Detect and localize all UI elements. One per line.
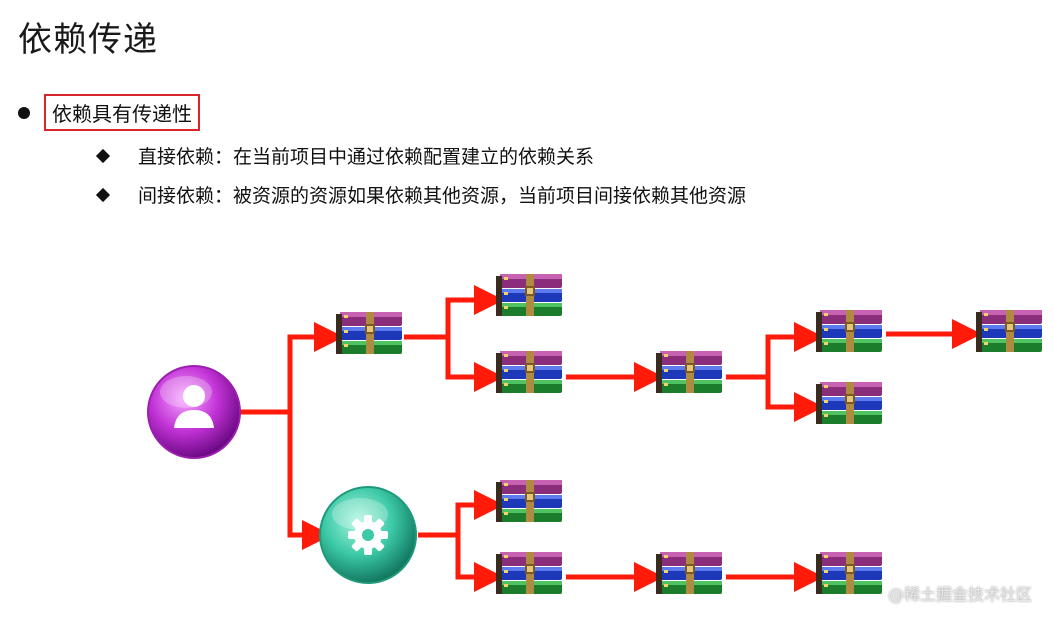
sub-point-direct: 直接依赖：在当前项目中通过依赖配置建立的依赖关系 — [95, 142, 595, 169]
sub-point-indirect: 间接依赖：被资源的资源如果依赖其他资源，当前项目间接依赖其他资源 — [95, 181, 747, 208]
archive-stack-icon — [656, 351, 722, 393]
archive-stack-icon — [656, 552, 722, 594]
watermark: @稀土掘金技术社区 — [887, 585, 1032, 604]
archive-stack-icon — [496, 480, 562, 522]
edge-root-to-gear — [287, 412, 332, 550]
archive-stack-icon — [976, 310, 1042, 352]
sub-point-text: 直接依赖：在当前项目中通过依赖配置建立的依赖关系 — [138, 146, 595, 168]
archive-stack-icon — [496, 552, 562, 594]
edge-a-to-b2 — [445, 337, 504, 392]
archive-stack-icon — [496, 351, 562, 393]
archive-stack-icon — [816, 310, 882, 352]
user-icon — [147, 365, 241, 459]
edge-a-to-b1 — [404, 285, 504, 340]
archive-stack-icon — [496, 274, 562, 316]
bullet-dot-icon — [18, 106, 30, 119]
edge-c-to-d1 — [726, 322, 824, 380]
sub-point-text: 间接依赖：被资源的资源如果依赖其他资源，当前项目间接依赖其他资源 — [138, 185, 747, 207]
edge-root-to-top — [240, 322, 344, 415]
page-title: 依赖传递 — [18, 20, 158, 60]
bullet-item: 依赖具有传递性 — [18, 94, 200, 131]
gear-icon — [319, 486, 417, 584]
archive-stack-icon — [816, 382, 882, 424]
edge-c-to-d2 — [765, 377, 824, 422]
highlighted-bullet-text: 依赖具有传递性 — [44, 94, 200, 131]
archive-stack-icon — [336, 312, 402, 354]
edge-gear-to-f1 — [418, 490, 504, 538]
edge-gear-to-f2 — [455, 535, 504, 592]
archive-stack-icon — [816, 552, 882, 594]
